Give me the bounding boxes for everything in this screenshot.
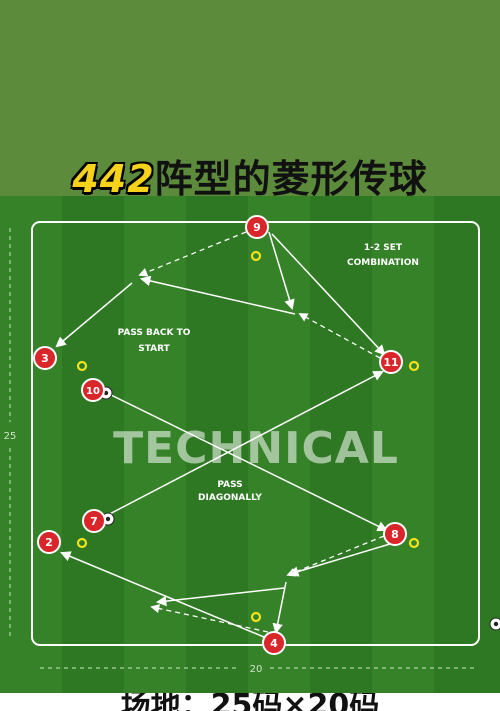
player-9: 9 [245,215,269,239]
svg-text:2: 2 [45,536,53,549]
cone [76,537,88,549]
svg-text:4: 4 [270,637,278,650]
cone [408,537,420,549]
cones [76,250,420,623]
title-number: 442 [72,157,155,201]
dimension-horizontal: 20 [250,664,263,675]
cone [250,250,262,262]
player-2: 2 [37,530,61,554]
pitch-diagram: 25 20 TECHNICAL 1-2 SET COMBINATION PASS… [0,196,500,693]
drill-labels: 1-2 SET COMBINATION PASS BACK TO START P… [118,243,419,503]
cone [250,611,262,623]
player-3: 3 [33,346,57,370]
label-pass-diag-line2: DIAGONALLY [198,493,262,503]
svg-text:8: 8 [391,528,399,541]
pass-arrows [55,231,391,638]
drill-diagram: 25 20 TECHNICAL 1-2 SET COMBINATION PASS… [0,196,500,693]
player-8: 8 [383,522,407,546]
cone [408,360,420,372]
svg-text:9: 9 [253,221,261,234]
svg-text:3: 3 [41,352,49,365]
header-background [0,0,500,196]
svg-text:11: 11 [383,356,398,369]
player-10: 10 [81,378,105,402]
players: 9 11 3 10 7 2 [33,215,407,655]
ball-icon [489,617,500,631]
dimension-markers [9,228,474,669]
field-size-caption: 场地：25码×20码 [120,693,380,711]
player-4: 4 [262,631,286,655]
page-title: 442阵型的菱形传球 [0,148,500,203]
player-11: 11 [379,350,403,374]
grass-stripes [0,196,500,693]
label-pass-diag-line1: PASS [217,480,242,490]
cone [76,360,88,372]
svg-text:7: 7 [90,515,98,528]
svg-text:10: 10 [86,386,100,397]
label-pass-back-line1: PASS BACK TO [118,328,191,338]
dimension-vertical: 25 [4,431,17,442]
player-runs [138,231,385,633]
label-set-line2: COMBINATION [347,258,419,268]
label-set-line1: 1-2 SET [364,243,403,253]
label-pass-back-line2: START [138,344,170,354]
caption-band: 场地：25码×20码 [0,693,500,711]
title-text: 阵型的菱形传球 [154,157,428,201]
player-7: 7 [82,509,106,533]
